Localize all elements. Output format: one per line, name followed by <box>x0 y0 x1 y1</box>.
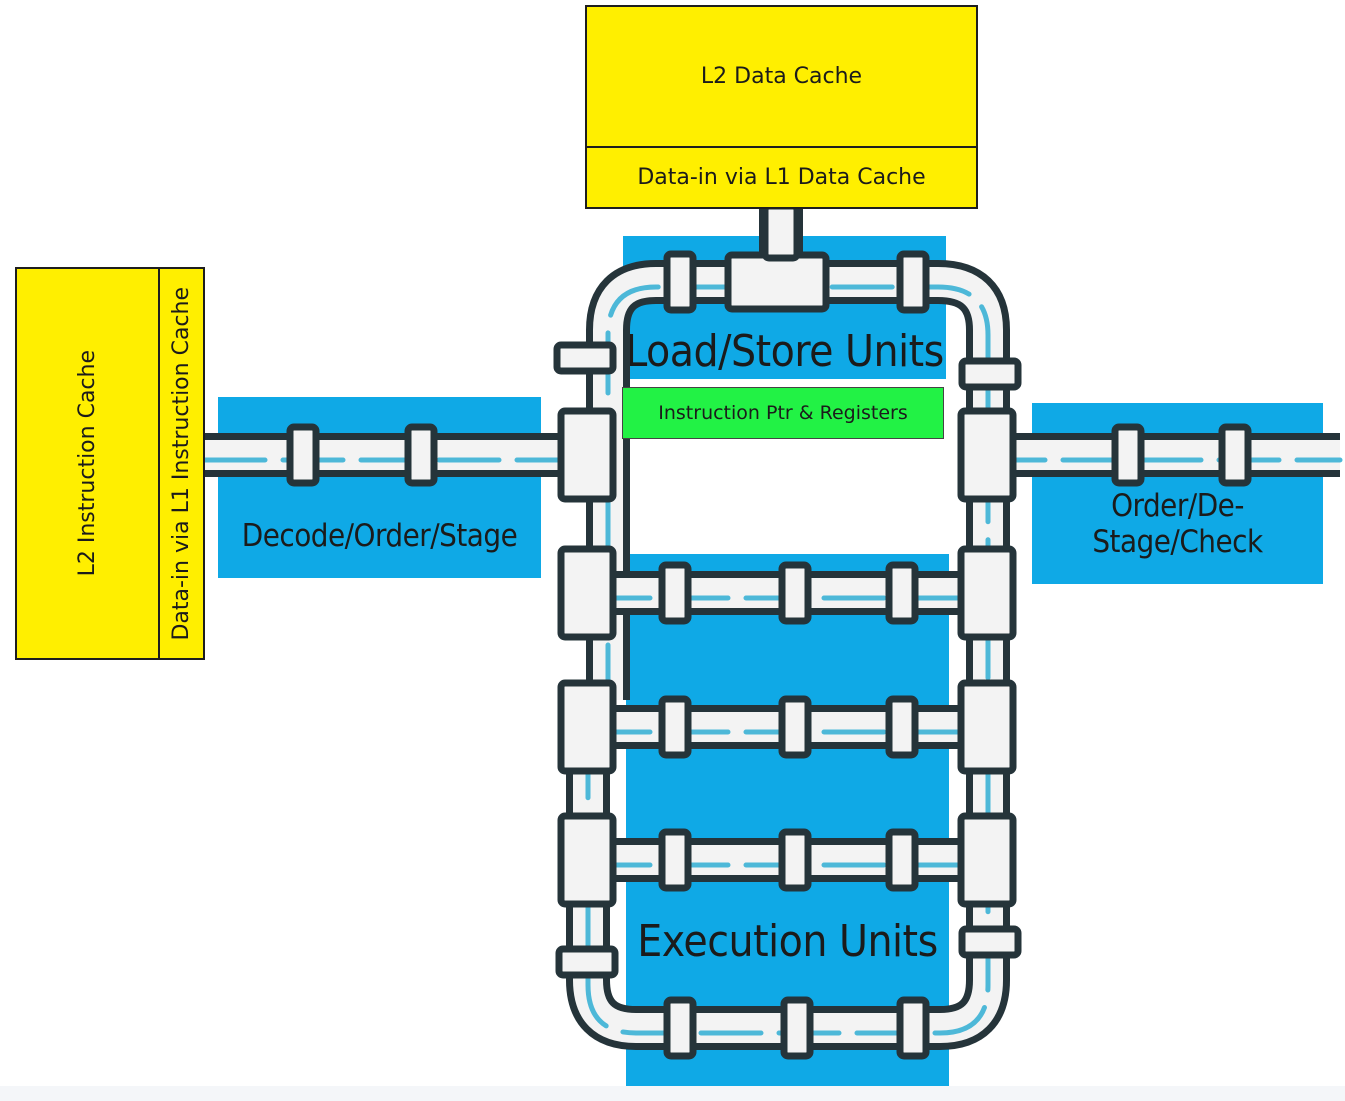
coupling-right-lower <box>958 925 1022 959</box>
l2-data-cache-box: L2 Data Cache <box>585 5 978 148</box>
coupling-rung-2-a <box>658 695 692 759</box>
junction-right-rung-3 <box>957 812 1017 908</box>
instruction-input-pipe <box>202 433 593 477</box>
junction-left-rung-1 <box>557 545 617 641</box>
coupling-bottom-a <box>663 996 697 1060</box>
l2-data-cache-label: L2 Data Cache <box>700 64 863 89</box>
coupling-top-a <box>663 250 697 314</box>
junction-right-rung-2 <box>957 679 1017 775</box>
coupling-rung-3-a <box>658 828 692 892</box>
l1-data-cache-label: Data-in via L1 Data Cache <box>637 165 926 190</box>
main-loop-pipe <box>566 260 1010 1050</box>
decode-order-stage-block: Decode/Order/Stage <box>218 397 541 578</box>
junction-right-rung-1 <box>957 545 1017 641</box>
coupling-rung-1-a <box>658 561 692 625</box>
coupling-rung-3-b <box>778 828 812 892</box>
coupling-bottom-c <box>896 996 930 1060</box>
coupling-input-1 <box>286 423 320 487</box>
coupling-rung-3-c <box>885 828 919 892</box>
l1-instruction-cache-label: Data-in via L1 Instruction Cache <box>169 286 194 641</box>
l2-instruction-cache-label: L2 Instruction Cache <box>75 350 100 577</box>
data-cache-tee-junction <box>724 251 830 313</box>
load-store-units-label: Load/Store Units <box>625 326 944 377</box>
coupling-left-lower <box>555 945 619 979</box>
l1-instruction-cache-box: Data-in via L1 Instruction Cache <box>158 267 205 660</box>
coupling-input-2 <box>404 423 438 487</box>
coupling-rung-2-b <box>778 695 812 759</box>
data-cache-feed-coupling <box>761 202 801 262</box>
coupling-rung-1-b <box>778 561 812 625</box>
junction-left-rung-3 <box>557 812 617 908</box>
coupling-output-1 <box>1111 423 1145 487</box>
decode-order-stage-label: Decode/Order/Stage <box>241 518 518 554</box>
junction-left-rung-2 <box>557 679 617 775</box>
coupling-top-b <box>896 250 930 314</box>
instruction-ptr-registers-box: Instruction Ptr & Registers <box>622 387 944 439</box>
retire-output-pipe <box>982 433 1343 477</box>
coupling-output-2 <box>1218 423 1252 487</box>
coupling-bottom-b <box>780 996 814 1060</box>
instruction-ptr-registers-label: Instruction Ptr & Registers <box>658 402 908 424</box>
coupling-rung-2-c <box>885 695 919 759</box>
order-destage-check-label: Order/De-Stage/Check <box>1092 488 1263 560</box>
bottom-edge-strip <box>0 1086 1345 1101</box>
coupling-right-upper <box>958 357 1022 391</box>
coupling-left-upper <box>553 341 617 375</box>
execution-units-label: Execution Units <box>637 916 938 967</box>
l2-instruction-cache-box: L2 Instruction Cache <box>15 267 160 660</box>
junction-right-output <box>957 407 1017 503</box>
coupling-rung-1-c <box>885 561 919 625</box>
l1-data-cache-box: Data-in via L1 Data Cache <box>585 146 978 209</box>
junction-left-input <box>557 407 617 503</box>
